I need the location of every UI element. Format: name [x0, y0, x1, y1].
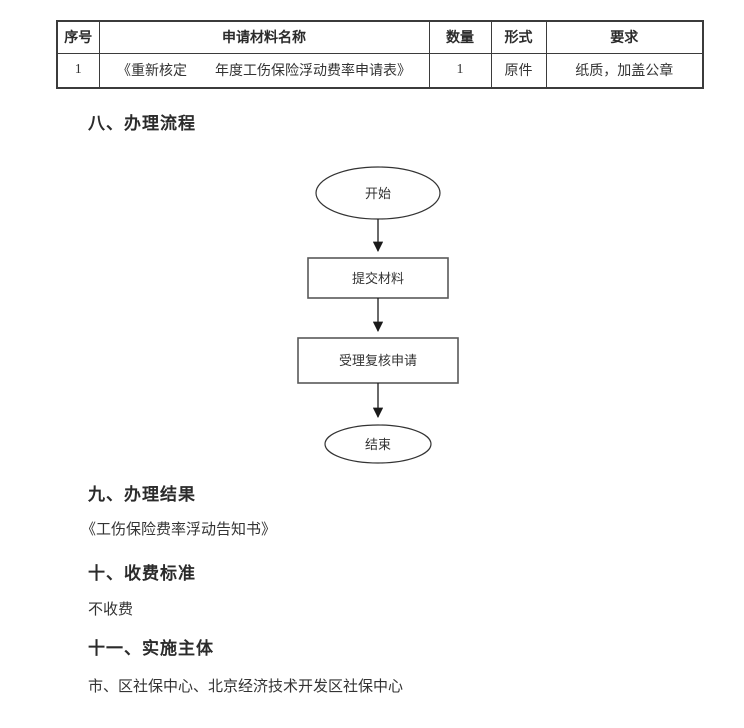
flowchart-submit-label: 提交材料: [352, 271, 404, 286]
materials-table: 序号 申请材料名称 数量 形式 要求 1 《重新核定 年度工伤保险浮动费率申请表…: [56, 20, 704, 89]
flowchart-end-node: [324, 424, 432, 464]
section-body-result: 《工伤保险费率浮动告知书》: [81, 522, 277, 538]
section-body-implementer: 市、区社保中心、北京经济技术开发区社保中心: [88, 679, 404, 695]
section-title-process-flow: 八、办理流程: [88, 114, 196, 133]
flowchart-submit-node: [307, 257, 449, 299]
column-header-requirement: 要求: [545, 20, 704, 54]
table-header-row: 序号 申请材料名称 数量 形式 要求: [56, 20, 704, 54]
cell-form: 原件: [490, 52, 547, 89]
section-title-fee: 十、收费标准: [88, 564, 196, 583]
flowchart-start-label: 开始: [365, 186, 391, 201]
section-title-implementer: 十一、实施主体: [88, 639, 214, 658]
column-header-quantity: 数量: [428, 20, 492, 54]
section-title-result: 九、办理结果: [88, 485, 196, 504]
column-header-seq: 序号: [56, 20, 100, 54]
flowchart-review-label: 受理复核申请: [339, 353, 417, 368]
process-flowchart: 开始 提交材料 受理复核申请 结束: [297, 166, 459, 464]
flowchart-end-label: 结束: [365, 437, 391, 452]
column-header-material-name: 申请材料名称: [98, 20, 430, 54]
cell-requirement: 纸质，加盖公章: [545, 52, 704, 89]
section-body-fee: 不收费: [88, 602, 134, 618]
cell-quantity: 1: [428, 52, 492, 89]
cell-material-name: 《重新核定 年度工伤保险浮动费率申请表》: [98, 52, 430, 89]
column-header-form: 形式: [490, 20, 547, 54]
table-row: 1 《重新核定 年度工伤保险浮动费率申请表》 1 原件 纸质，加盖公章: [56, 52, 704, 89]
cell-seq: 1: [56, 52, 100, 89]
